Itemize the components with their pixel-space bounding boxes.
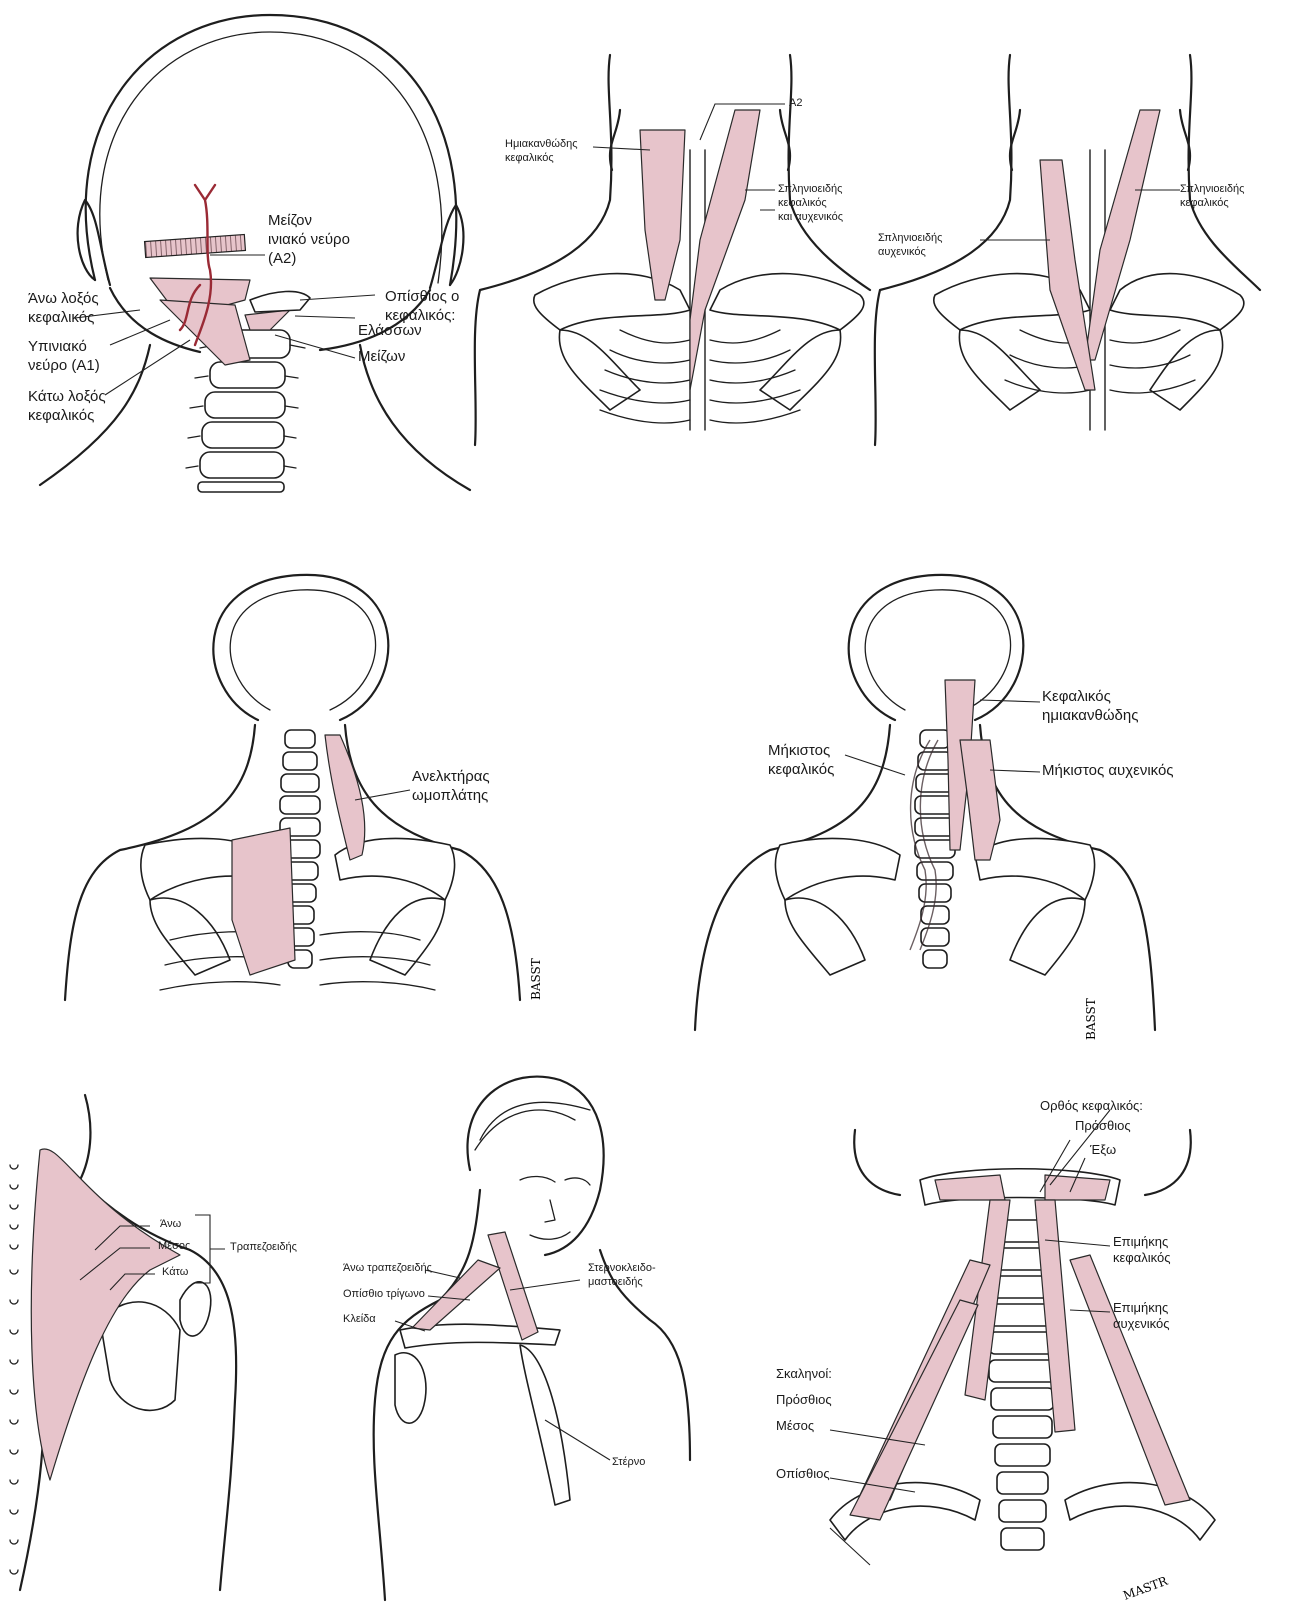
splenius-cervicis-muscle [1040, 160, 1095, 390]
panel-trapezius [10, 1095, 236, 1590]
label-rectus-posterior: Οπίσθιος ο κεφαλικός: [385, 288, 459, 326]
label-longus-capitis: Επιμήκης κεφαλικός [1113, 1234, 1170, 1267]
levator-scapulae-muscle [325, 735, 365, 860]
label-upper-trapezius: Άνω τραπεζοειδής [343, 1262, 432, 1276]
label-suboccipital-nerve: Υπινιακό νεύρο (A1) [28, 338, 100, 376]
label-longissimus-cervicis: Μήκιστος αυχενικός [1042, 762, 1174, 781]
label-longissimus-capitis: Μήκιστος κεφαλικός [768, 742, 834, 780]
label-rectus-anterior: Πρόσθιος [1075, 1118, 1131, 1134]
atlas-process [250, 291, 310, 312]
scm-muscle [488, 1232, 538, 1340]
label-splenius-both: Σπληνιοειδής κεφαλικός και αυχενικός [778, 183, 843, 224]
label-longus-colli: Επιμήκης αυχενικός [1113, 1300, 1169, 1333]
label-superior-oblique: Άνω λοξός κεφαλικός [28, 290, 99, 328]
label-scm: Στερνοκλειδο- μαστοειδής [588, 1262, 656, 1290]
inferior-oblique-muscle [245, 310, 290, 330]
face-outline [467, 1077, 603, 1255]
label-semispinalis-capitis: Κεφαλικός ημιακανθώδης [1042, 688, 1138, 726]
label-rectus-minor: Ελάσσων [358, 322, 422, 341]
label-trapezius: Τραπεζοειδής [230, 1241, 297, 1255]
label-trapezius-lower: Κάτω [162, 1266, 188, 1280]
panel-anterior-deep-neck [830, 1110, 1215, 1565]
label-scalenes: Σκαληνοί: [776, 1366, 832, 1382]
semispinalis-capitis-muscle [640, 130, 685, 300]
artist-signature-2: BASST [1084, 998, 1098, 1040]
label-sternum: Στέρνο [612, 1456, 645, 1470]
label-rectus-lateral: Έξω [1090, 1142, 1116, 1158]
label-rectus-capitis: Ορθός κεφαλικός: [1040, 1098, 1143, 1114]
label-trapezius-middle: Μέσος [158, 1240, 190, 1254]
label-splenius-cervicis: Σπληνιοειδής αυχενικός [878, 232, 942, 260]
label-rectus-major: Μείζων [358, 348, 405, 367]
rhomboid-muscle [232, 828, 295, 975]
label-splenius-capitis: Σπληνιοειδής κεφαλικός [1180, 183, 1244, 211]
label-inferior-oblique: Κάτω λοξός κεφαλικός [28, 388, 106, 426]
label-posterior-triangle: Οπίσθιο τρίγωνο [343, 1288, 425, 1302]
label-a2: A2 [789, 97, 802, 111]
facial-features [520, 1176, 590, 1239]
label-semispinalis: Ημιακανθώδης κεφαλικός [505, 138, 578, 166]
scalene-right-muscle [1070, 1255, 1190, 1505]
artist-signature-1: BASST [529, 958, 543, 1000]
first-rib-right [1065, 1483, 1215, 1540]
neck-outline [80, 1095, 90, 1180]
semispinalis-stub [145, 235, 246, 258]
label-scalene-anterior: Πρόσθιος [776, 1392, 832, 1408]
label-greater-occipital-nerve: Μείζον ινιακό νεύρο (A2) [268, 212, 350, 268]
label-scalene-middle: Μέσος [776, 1418, 814, 1434]
label-trapezius-upper: Άνω [160, 1218, 181, 1232]
superior-oblique-muscle [160, 300, 250, 365]
vertebra-outlines-side [10, 1165, 18, 1574]
panel-longissimus [695, 575, 1155, 1030]
hair [475, 1102, 590, 1150]
sternum-bone [520, 1345, 570, 1505]
head-outline [213, 575, 388, 720]
splenius-capitis-muscle [1085, 110, 1160, 360]
label-levator-scapulae: Ανελκτήρας ωμοπλάτης [412, 768, 490, 806]
humeral-head [180, 1282, 211, 1336]
rectus-capitis-lateralis-left [935, 1175, 1005, 1200]
label-scalene-posterior: Οπίσθιος [776, 1466, 830, 1482]
label-clavicle: Κλείδα [343, 1313, 376, 1327]
panel-splenius-semispinalis [475, 55, 870, 445]
panel-sternocleidomastoid [374, 1077, 690, 1600]
splenius-capitis-cervicis-muscle [690, 110, 760, 390]
artist-signature-3: MASTR [1121, 1574, 1170, 1603]
